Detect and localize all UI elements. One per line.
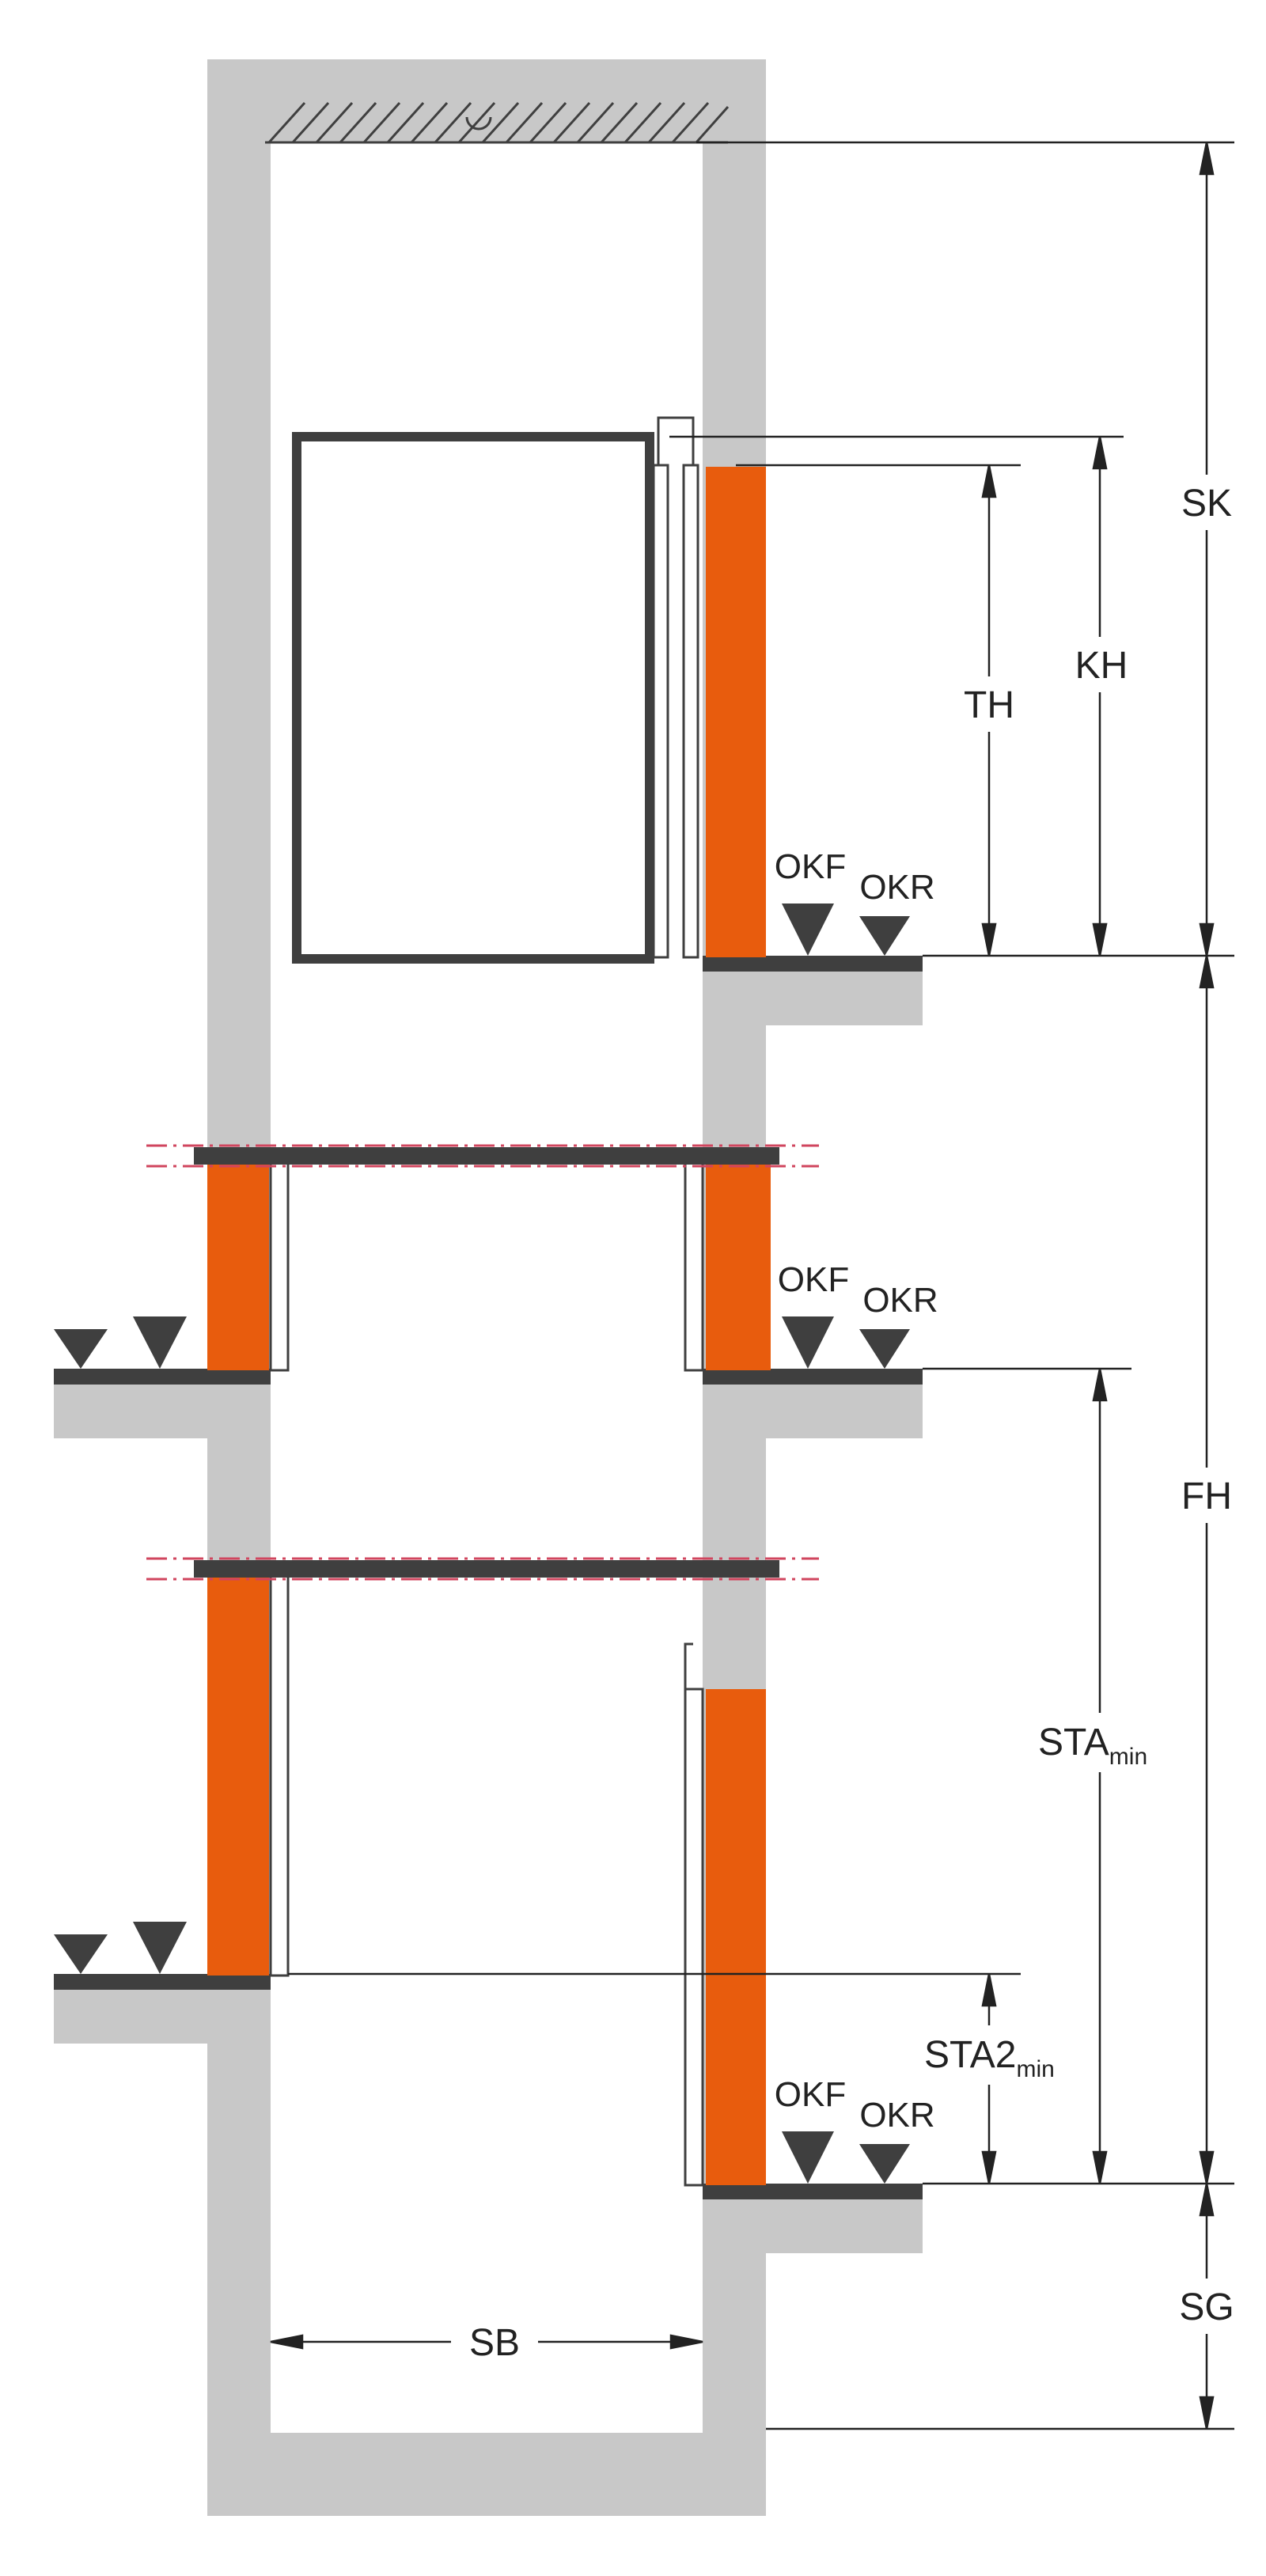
- sb-label: SB: [469, 2322, 520, 2364]
- extension-lines: [288, 141, 1234, 2430]
- kh-label: KH: [1075, 645, 1128, 687]
- landing-left-upper-slab: [54, 1377, 271, 1438]
- level-markers: [54, 903, 910, 2184]
- landing-left-lower-floor: [54, 1974, 271, 1990]
- okr-marker-icon: [859, 2144, 910, 2184]
- label-backgrounds: [451, 475, 1250, 2370]
- okr-label-top: OKR: [859, 868, 934, 907]
- sg-label: SG: [1179, 2286, 1234, 2328]
- floor-beam-upper: [194, 1147, 779, 1165]
- ceiling-hook-icon: [465, 116, 492, 131]
- pit-floor: [207, 2433, 766, 2516]
- landing-top-floor: [703, 956, 923, 972]
- door-top-right: [706, 467, 766, 957]
- okf-label-middle: OKF: [778, 1260, 849, 1299]
- okf-marker-icon: [782, 2131, 834, 2184]
- landing-top-slab: [703, 964, 923, 1025]
- okr-marker-icon: [859, 916, 910, 956]
- door-middle-right: [706, 1157, 771, 1370]
- landing-slabs-left: [54, 1369, 271, 2044]
- th-label: TH: [964, 684, 1014, 726]
- shaft-ceiling: [207, 59, 766, 142]
- sta2-sub: min: [1016, 2056, 1054, 2082]
- okf-label-top: OKF: [775, 847, 846, 886]
- okf-marker-icon: [782, 1316, 834, 1369]
- sta-main: STA: [1038, 1722, 1109, 1763]
- okr-marker-icon: [859, 1329, 910, 1369]
- sta2-min-label: STA2min: [924, 2034, 1055, 2082]
- okf-label-bottom: OKF: [775, 2075, 846, 2114]
- left-okf-marker-icon: [133, 1922, 187, 1974]
- okr-label-middle: OKR: [862, 1281, 938, 1320]
- landing-middle-slab: [703, 1377, 923, 1438]
- door-bottom-right: [706, 1689, 766, 2185]
- floor-beams: [146, 1144, 819, 1581]
- landing-bottom-slab: [703, 2191, 923, 2253]
- sta2-main: STA2: [924, 2034, 1016, 2076]
- landing-left-lower-slab: [54, 1982, 271, 2044]
- landing-middle-floor: [703, 1369, 923, 1385]
- landing-doors: [207, 467, 771, 2185]
- ceiling-hatching: [265, 101, 730, 144]
- landing-slabs-right: [703, 956, 923, 2253]
- landing-bottom-floor: [703, 2184, 923, 2199]
- elevator-car: [292, 432, 654, 964]
- sk-label: SK: [1181, 483, 1232, 525]
- fh-label: FH: [1181, 1476, 1232, 1517]
- left-okr-marker-icon: [54, 1934, 108, 1974]
- left-okr-marker-icon: [54, 1329, 108, 1369]
- okf-marker-icon: [782, 903, 834, 956]
- shaft-walls: [207, 59, 766, 2516]
- landing-left-upper-floor: [54, 1369, 271, 1385]
- door-middle-left: [207, 1157, 269, 1370]
- door-lower-left: [207, 1570, 269, 1976]
- okr-label-bottom: OKR: [859, 2096, 934, 2135]
- sta-sub: min: [1109, 1744, 1147, 1770]
- sta-min-label: STAmin: [1038, 1722, 1147, 1770]
- floor-beam-lower: [194, 1560, 779, 1578]
- left-okf-marker-icon: [133, 1316, 187, 1369]
- dimension-lines: [270, 142, 1215, 2430]
